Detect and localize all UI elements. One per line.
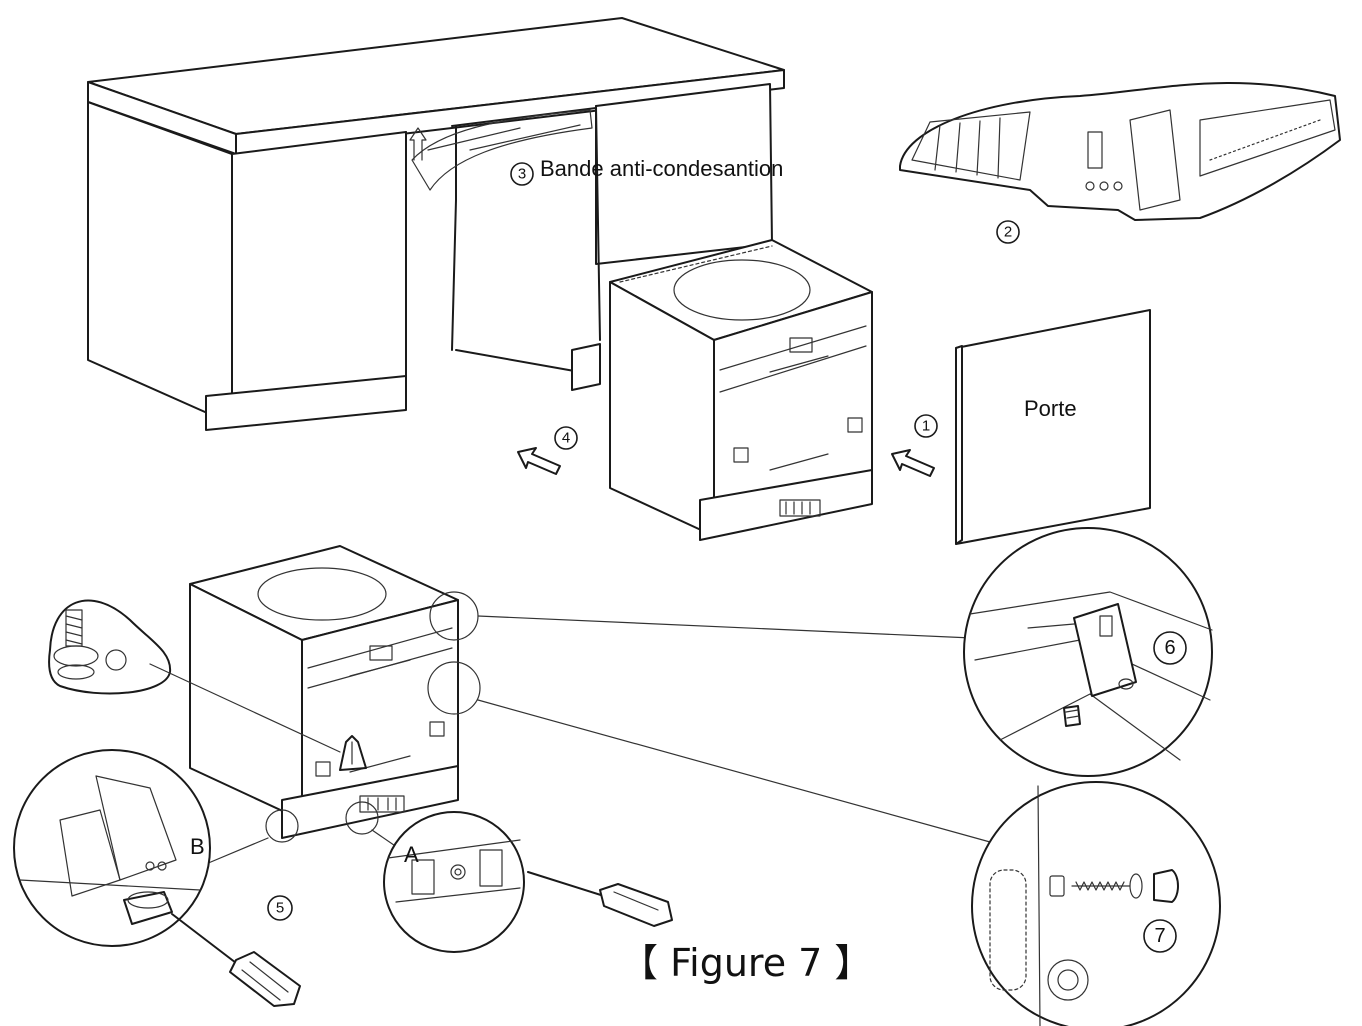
step-7-marker: 7: [1143, 919, 1177, 953]
foot-adjustment-detail-b: [13, 749, 301, 1007]
door-panel: [955, 309, 1151, 545]
step-2-marker: 2: [996, 220, 1020, 244]
hinge-mechanism-detail: [899, 82, 1341, 221]
dishwasher-center: [609, 239, 873, 541]
leader-line-b: [205, 837, 269, 865]
step-6-marker: 6: [1153, 631, 1187, 665]
step-2-number: 2: [1004, 224, 1012, 241]
leader-line-7: [477, 699, 991, 843]
callout-circle-lower: [427, 661, 481, 715]
plinth-detail-a: [383, 811, 673, 953]
dishwasher-lower: [189, 545, 459, 839]
screw-cap-detail-7: [971, 781, 1221, 1026]
callout-circle-foot: [265, 809, 299, 843]
detail-a-letter: A: [404, 842, 419, 867]
kitchen-cabinet: [87, 17, 785, 431]
door-label: Porte: [1024, 396, 1077, 421]
anti-condensation-strip-label: Bande anti-condesantion: [540, 156, 783, 181]
step-6-number: 6: [1164, 637, 1175, 659]
figure-caption: 【 Figure 7 】: [620, 941, 872, 985]
step-1-number: 1: [922, 418, 930, 435]
leader-line-6: [477, 615, 973, 639]
step-5-number: 5: [276, 900, 284, 917]
screw-detail-callout: [48, 599, 341, 753]
step-3-number: 3: [518, 166, 526, 183]
step-5-marker: 5: [267, 895, 293, 921]
step-4-marker: 4: [554, 426, 578, 450]
step-1-marker: 1: [914, 414, 938, 438]
step-4-number: 4: [562, 430, 570, 447]
step-7-number: 7: [1154, 925, 1165, 947]
callout-circle-panel: [345, 801, 379, 835]
arrow-insert-left: [517, 447, 561, 475]
detail-b-letter: B: [190, 834, 205, 859]
arrow-attach-door: [891, 449, 935, 477]
step-3-marker: 3: [510, 162, 534, 186]
bracket-detail-6: [963, 527, 1213, 777]
